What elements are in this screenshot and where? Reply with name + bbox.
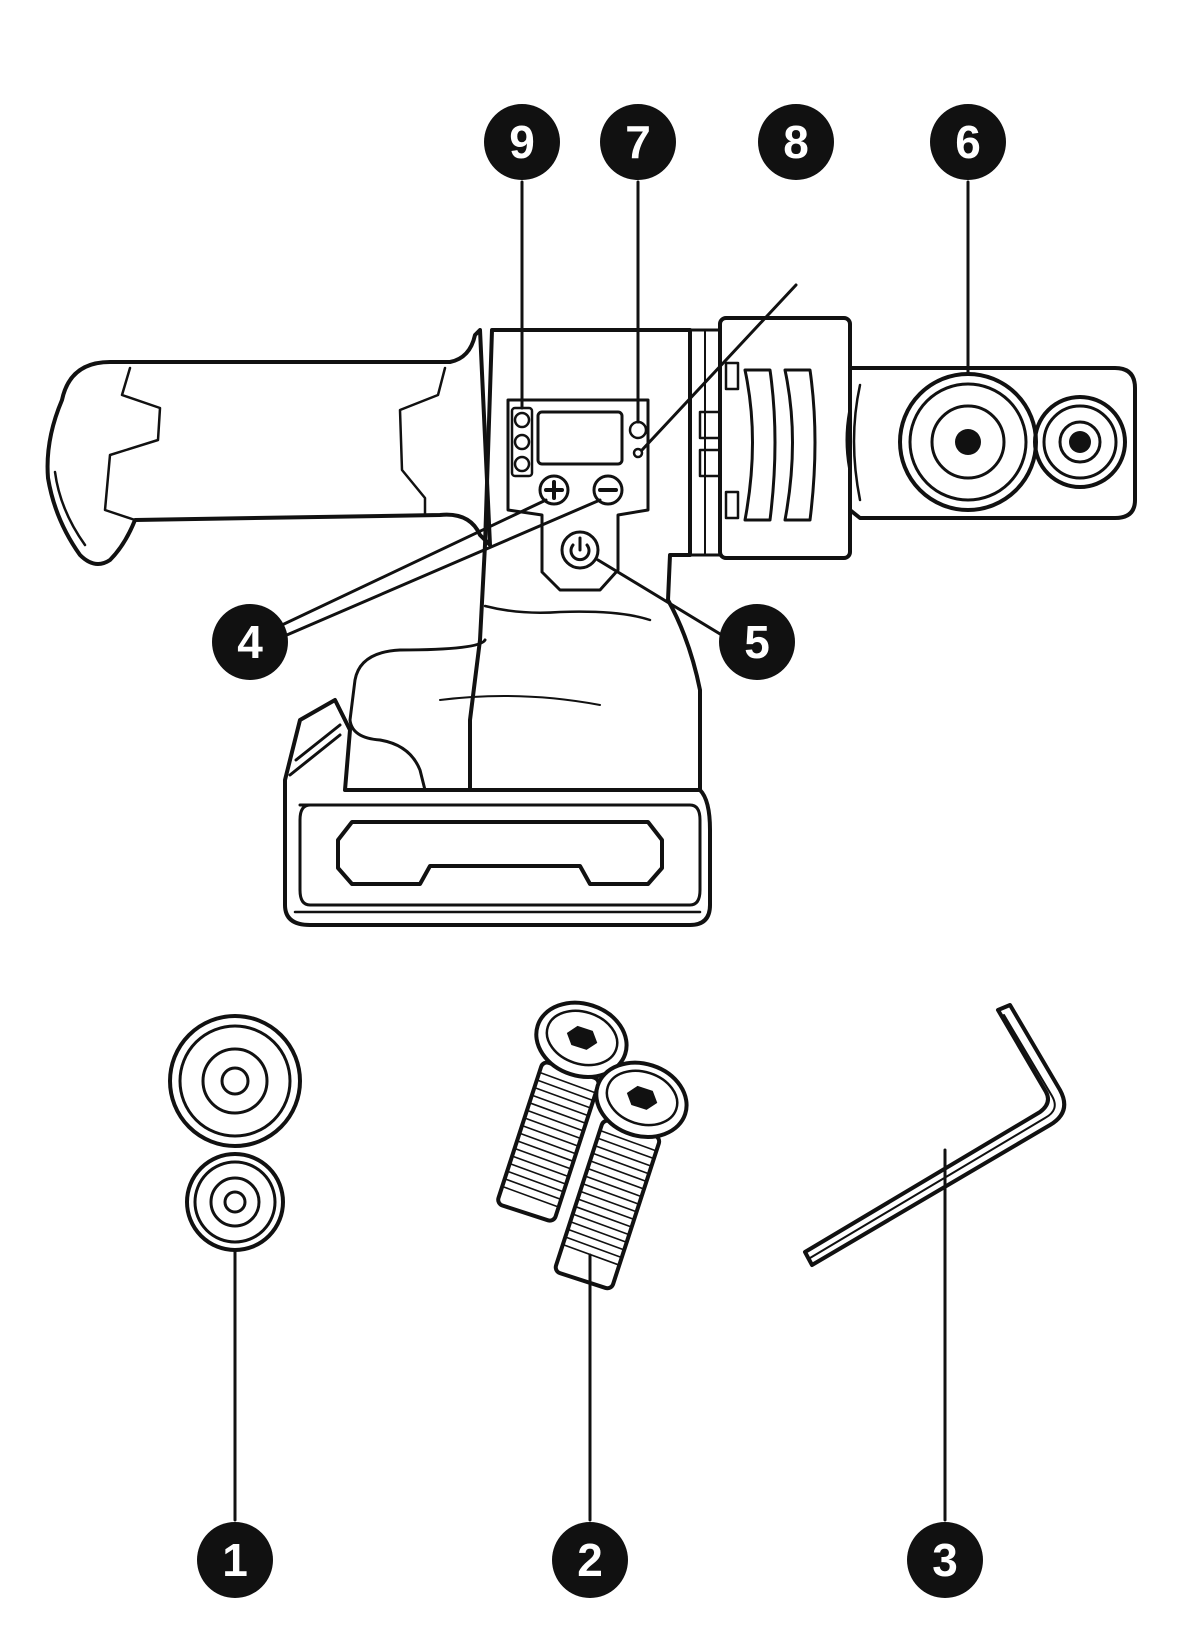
- callout-6: 6: [930, 104, 1006, 180]
- indicator-light-3: [513, 455, 531, 473]
- power-icon: [569, 536, 591, 562]
- callout-label: 2: [577, 1534, 603, 1586]
- callout-3: 3: [907, 1522, 983, 1598]
- callout-label: 9: [509, 116, 535, 168]
- leader-lines: [233, 180, 970, 1522]
- status-led: [632, 447, 644, 459]
- handle-tip-shade: [53, 470, 87, 547]
- callout-label: 8: [783, 116, 809, 168]
- jaw-arm: [845, 366, 1137, 520]
- clamp-tab-1: [698, 410, 722, 440]
- leader-5: [596, 558, 732, 642]
- callout-label: 4: [237, 616, 263, 668]
- clamp-tab-2: [698, 448, 722, 478]
- callout-2: 2: [552, 1522, 628, 1598]
- jaw-arm-inner: [852, 383, 862, 502]
- callout-4: 4: [212, 604, 288, 680]
- callout-8: 8: [758, 104, 834, 180]
- indicator-light-2: [513, 433, 531, 451]
- power-button: [560, 530, 600, 570]
- handle-grip-right: [398, 366, 447, 517]
- bolt-front: [553, 1060, 689, 1291]
- bolt-back: [496, 1000, 629, 1223]
- leader-4b: [250, 498, 602, 652]
- large-die: [898, 372, 1038, 512]
- clamp-slot-1: [743, 368, 777, 522]
- callout-label: 6: [955, 116, 981, 168]
- callout-label: 3: [932, 1534, 958, 1586]
- handle-grip-left: [103, 366, 162, 522]
- clamp-slot-2: [783, 368, 817, 522]
- neck-contour: [483, 604, 652, 622]
- indicator-light-1: [513, 411, 531, 429]
- tool-body: [45, 316, 1137, 927]
- small-washer: [185, 1152, 285, 1252]
- housing-outline: [468, 328, 702, 792]
- callout-label: 1: [222, 1534, 248, 1586]
- callout-1: 1: [197, 1522, 273, 1598]
- handle-outline: [45, 328, 492, 566]
- washers: [168, 1014, 302, 1252]
- mode-button: [628, 420, 648, 440]
- hex-key: [803, 1003, 1067, 1267]
- callout-label: 5: [744, 616, 770, 668]
- small-die: [1033, 395, 1127, 489]
- clamp-block: [718, 316, 852, 560]
- battery-inner-frame: [298, 803, 702, 907]
- minus-button: [592, 474, 624, 506]
- battery-neck: [348, 638, 487, 792]
- clamp-screw-top: [724, 361, 740, 391]
- clamp-screw-bottom: [724, 490, 740, 520]
- neck-seam: [439, 695, 601, 706]
- callout-label: 7: [625, 116, 651, 168]
- callout-5: 5: [719, 604, 795, 680]
- battery-side-rail: [288, 723, 342, 777]
- leader-4a: [244, 498, 548, 644]
- plus-icon: [544, 480, 564, 500]
- callout-7: 7: [600, 104, 676, 180]
- battery-pack: [283, 698, 712, 927]
- battery-slot: [336, 820, 664, 886]
- display-screen: [536, 410, 624, 466]
- callout-9: 9: [484, 104, 560, 180]
- large-washer: [168, 1014, 302, 1148]
- plus-button: [538, 474, 570, 506]
- leader-8: [640, 283, 798, 452]
- control-panel: [506, 398, 650, 592]
